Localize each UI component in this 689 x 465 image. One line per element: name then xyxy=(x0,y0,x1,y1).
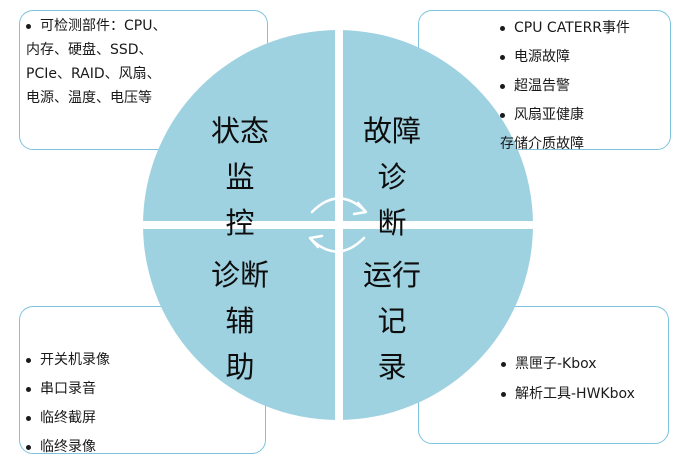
horizontal-divider xyxy=(143,221,533,229)
quadrant-label-runtime-record: 运行记 录 xyxy=(362,258,421,384)
list-item: 可检测部件：CPU、 xyxy=(26,14,166,38)
list-item: 存储介质故障 xyxy=(500,136,584,152)
cycle-arrows-icon xyxy=(308,197,368,253)
list-item: 风扇亚健康 xyxy=(500,101,630,130)
list-item: PCIe、RAID、风扇、 xyxy=(26,66,161,82)
list-item: 解析工具-HWKbox xyxy=(501,379,635,409)
quadrant-label-diagnosis-assist: 诊断辅 助 xyxy=(210,258,269,384)
list-item: CPU CATERR事件 xyxy=(500,14,630,43)
list-item: 开关机录像 xyxy=(26,346,110,375)
list-item: 黑匣子-Kbox xyxy=(501,349,635,379)
list-item: 电源、温度、电压等 xyxy=(26,90,152,106)
list-item: 串口录音 xyxy=(26,375,110,404)
list-item: 内存、硬盘、SSD、 xyxy=(26,42,153,58)
list-status-monitoring: 可检测部件：CPU、 内存、硬盘、SSD、 PCIe、RAID、风扇、 电源、温… xyxy=(26,14,166,110)
list-item: 超温告警 xyxy=(500,72,630,101)
quadrant-label-fault-diagnosis: 故障诊 断 xyxy=(362,114,421,240)
list-item: 临终截屏 xyxy=(26,404,110,433)
list-diagnosis-assist: 开关机录像 串口录音 临终截屏 临终录像 xyxy=(26,346,110,462)
list-fault-diagnosis: CPU CATERR事件 电源故障 超温告警 风扇亚健康 存储介质故障 xyxy=(500,14,630,159)
list-item: 电源故障 xyxy=(500,43,630,72)
list-runtime-record: 黑匣子-Kbox 解析工具-HWKbox xyxy=(501,349,635,409)
quadrant-label-status-monitoring: 状态监 控 xyxy=(210,114,269,240)
list-item: 临终录像 xyxy=(26,433,110,462)
